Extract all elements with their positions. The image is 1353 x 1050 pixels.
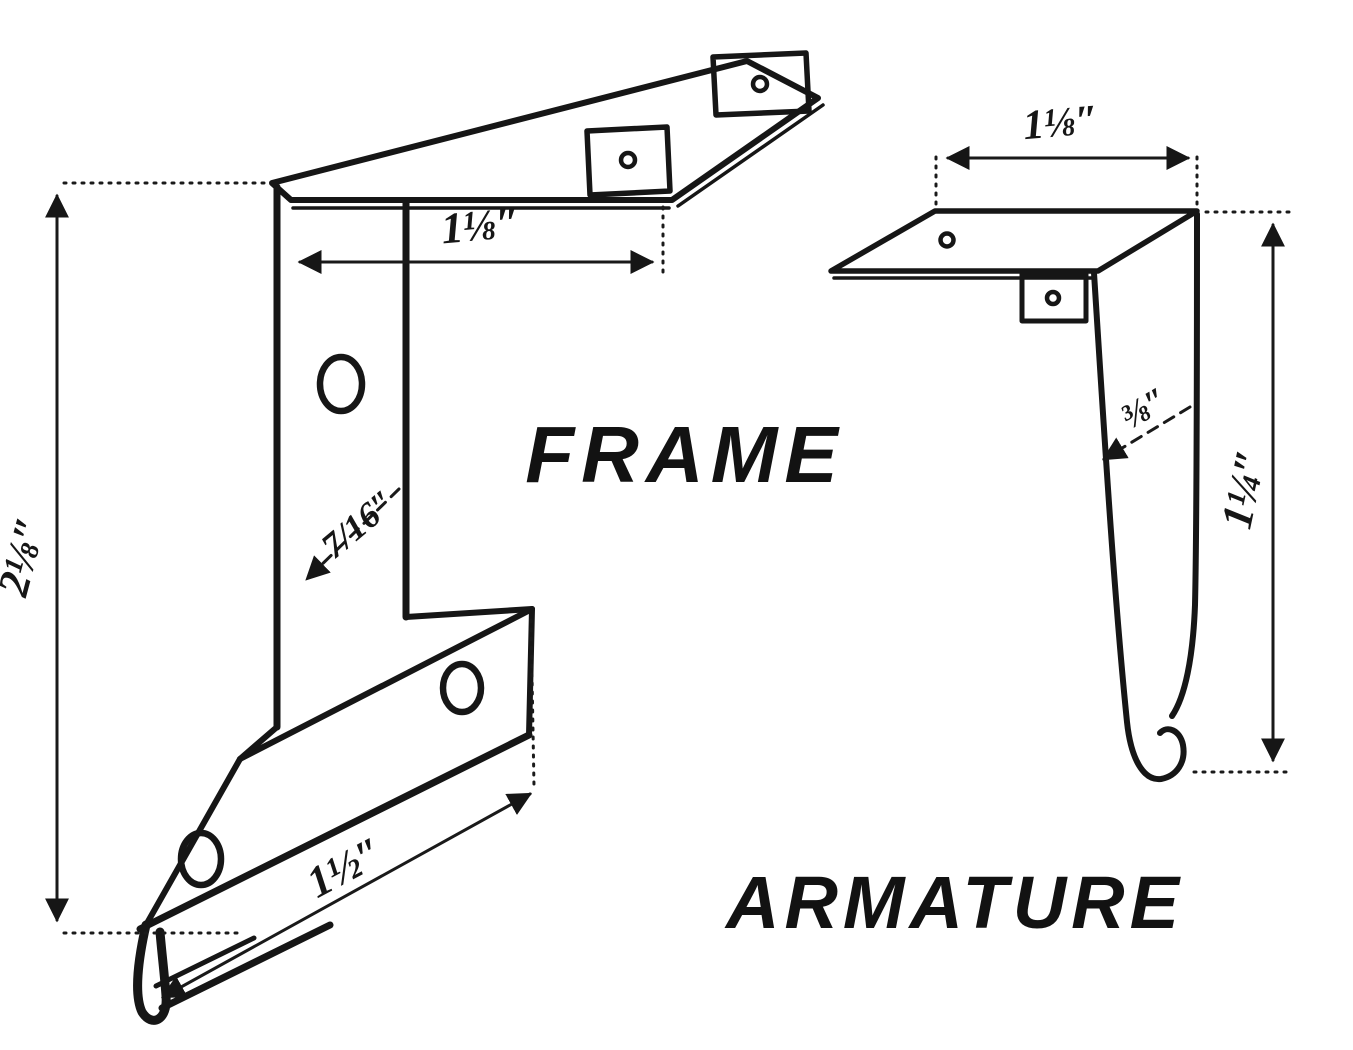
frame-leg-base-joint (237, 724, 280, 762)
frame-top-plate-outline (269, 58, 821, 203)
armature-top-plate-outline (828, 208, 1200, 274)
armature-thickness-label: ⅜″ (1114, 379, 1175, 437)
armature-drawing: 1⅛″ 1¼″ ⅜″ ARMATURE (724, 97, 1294, 944)
armature-leg-right-edge (1169, 211, 1200, 719)
armature-plate-hole (938, 231, 956, 249)
dimension-armature-thickness: ⅜″ (1101, 379, 1192, 461)
armature-tab (1019, 271, 1089, 324)
frame-leg-hole (316, 353, 366, 415)
frame-base-hole-right (439, 660, 485, 716)
armature-leg-left-edge-hook (1091, 270, 1187, 783)
armature-top-width-dim-label: 1⅛″ (1021, 97, 1100, 149)
frame-base-hole-left (177, 829, 225, 889)
frame-label: FRAME (525, 410, 844, 499)
frame-tab-hole-2 (618, 150, 638, 170)
frame-base-length-ext (529, 618, 536, 788)
frame-thickness-leader (305, 487, 401, 581)
frame-tab-1 (710, 50, 812, 118)
frame-drawing: 2⅛″ 1⅛″ 7/16″ 1½″ FRAME (0, 50, 844, 1025)
dimension-frame-thickness: 7/16″ (305, 482, 403, 581)
dimension-armature-top-width: 1⅛″ (934, 97, 1199, 206)
armature-height-dim-label: 1¼″ (1212, 445, 1276, 533)
dimension-frame-height: 2⅛″ (0, 181, 267, 935)
frame-base-length-dim-line (160, 792, 533, 999)
armature-thickness-leader (1101, 405, 1192, 461)
frame-thickness-label: 7/16″ (313, 482, 403, 567)
frame-top-plate-thickness-right (676, 103, 825, 208)
frame-step-edge (403, 606, 535, 620)
dimension-frame-top-width: 1⅛″ (297, 198, 665, 274)
frame-tab-hole-1 (750, 74, 770, 94)
frame-tab-2 (584, 124, 673, 198)
frame-height-dim-label: 2⅛″ (0, 512, 56, 602)
frame-base-back-edge (237, 606, 535, 762)
frame-top-width-dim-label: 1⅛″ (439, 198, 522, 254)
frame-hem-line-1 (158, 921, 334, 1012)
armature-tab-hole (1044, 289, 1062, 307)
dimension-armature-height: 1¼″ (1192, 210, 1294, 774)
armature-label: ARMATURE (724, 861, 1184, 944)
frame-hem-line-2 (153, 935, 257, 989)
